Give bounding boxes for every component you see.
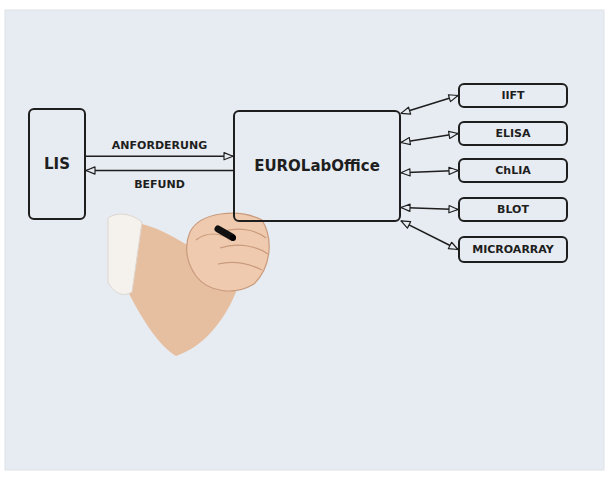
system-box: LIS — [28, 108, 86, 220]
instrument-box: IIFT — [458, 83, 568, 108]
node-label: LIS — [44, 155, 70, 173]
node-label: BLOT — [497, 203, 529, 216]
connector-arrow — [401, 207, 458, 209]
connector-arrow — [401, 134, 458, 143]
node-label: MICROARRAY — [472, 243, 554, 256]
instrument-box: BLOT — [458, 197, 568, 222]
instrument-box: ChLIA — [458, 158, 568, 183]
connector-arrow — [401, 171, 458, 173]
edge-label: BEFUND — [132, 178, 187, 191]
instrument-box: MICROARRAY — [458, 236, 568, 263]
connector-arrow — [86, 170, 233, 172]
node-label: ChLIA — [495, 164, 531, 177]
connector-arrow — [401, 221, 458, 250]
connector-arrow — [401, 96, 458, 114]
edge-label: ANFORDERUNG — [110, 139, 209, 152]
node-label: ELISA — [495, 127, 530, 140]
software-box: EUROLabOffice — [233, 110, 401, 222]
node-label: IIFT — [501, 89, 524, 102]
instrument-box: ELISA — [458, 121, 568, 146]
node-label: EUROLabOffice — [254, 157, 380, 175]
connector-arrow — [86, 155, 233, 157]
